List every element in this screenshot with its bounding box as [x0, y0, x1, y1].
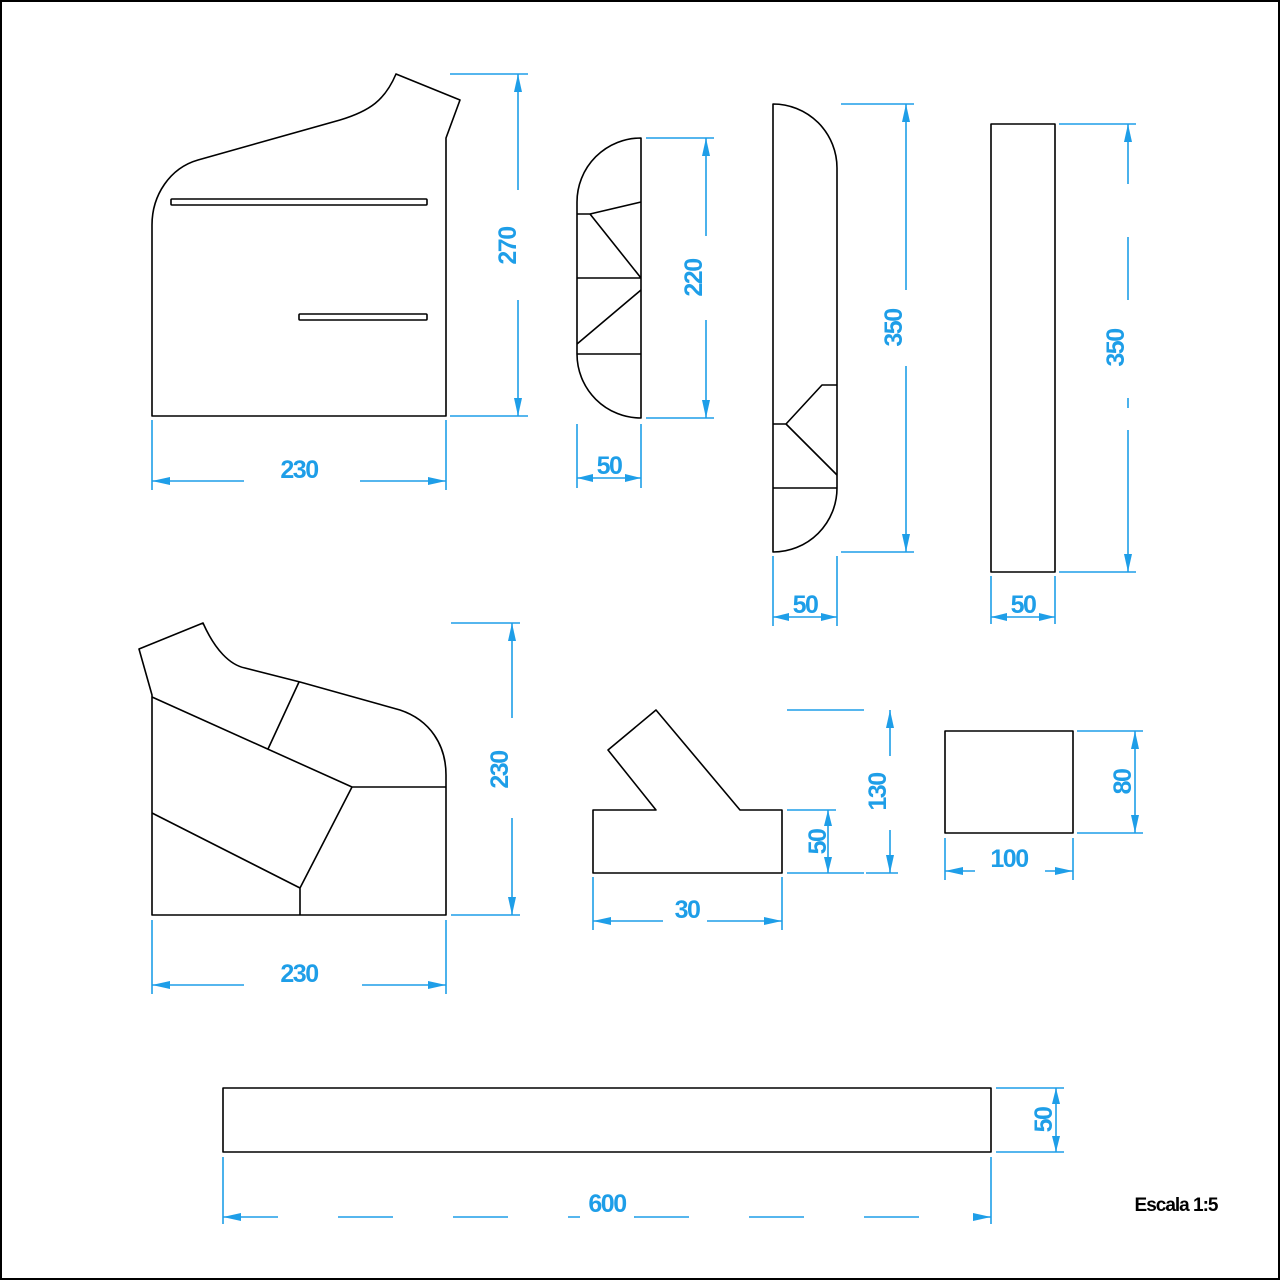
piece-5-width-dim: 230: [151, 920, 447, 994]
dim-piece8-height: 50: [1030, 1107, 1058, 1132]
piece-3-width-dim: 50: [772, 556, 838, 626]
piece-1-outline: [151, 73, 461, 417]
dim-piece2-height: 220: [680, 259, 708, 297]
piece-7: [944, 730, 1074, 834]
dim-piece2-width: 50: [597, 452, 622, 480]
piece-4-width-dim: 50: [990, 576, 1056, 624]
piece-5-inner-lines: [151, 681, 446, 915]
piece-5-height-dim: 230: [451, 622, 520, 916]
dim-piece3-width: 50: [793, 591, 818, 619]
piece-4-height-dim: 350: [1059, 123, 1136, 573]
piece-6-outline: [592, 709, 783, 874]
dim-piece4-height: 350: [1102, 329, 1130, 367]
piece-5-outline: [138, 622, 447, 916]
dim-piece8-width: 600: [588, 1190, 626, 1218]
piece-2-inner-lines: [576, 201, 642, 355]
piece-7-width-dim: 100: [944, 838, 1074, 880]
piece-6-height-total-dim: 130: [787, 709, 898, 874]
dim-piece5-width: 230: [280, 960, 318, 988]
piece-2-width-dim: 50: [576, 424, 642, 488]
dim-piece6-height-total: 130: [864, 773, 892, 811]
piece-1-slot-top: [170, 198, 428, 206]
dim-piece3-height: 350: [880, 309, 908, 347]
piece-7-height-dim: 80: [1077, 730, 1143, 834]
dim-piece7-height: 80: [1109, 769, 1137, 794]
piece-4-outline: [990, 123, 1056, 573]
piece-8-width-dim: 600: [222, 1157, 992, 1224]
piece-1: [151, 73, 461, 417]
piece-4: [990, 123, 1056, 573]
piece-6: [592, 709, 783, 874]
piece-7-outline: [944, 730, 1074, 834]
piece-3-height-dim: 350: [841, 103, 914, 553]
dim-piece6-height-small: 50: [804, 829, 832, 854]
piece-3-inner-lines: [773, 384, 838, 489]
piece-8-outline: [222, 1087, 992, 1153]
dim-piece5-height: 230: [486, 751, 514, 789]
piece-1-slot-bottom: [298, 313, 428, 321]
piece-5: [138, 622, 447, 916]
piece-2-height-dim: 220: [646, 137, 714, 419]
scale-label: Escala 1:5: [1135, 1195, 1219, 1216]
piece-1-height-dim: 270: [450, 73, 528, 417]
piece-6-height-small-dim: 50: [787, 809, 864, 874]
dim-piece6-width: 30: [675, 896, 700, 924]
dim-piece7-width: 100: [990, 845, 1028, 873]
piece-3-outline: [772, 103, 838, 553]
piece-6-width-dim: 30: [592, 877, 783, 930]
piece-8: [222, 1087, 992, 1153]
dim-piece1-height: 270: [494, 227, 522, 265]
dim-piece1-width: 230: [280, 456, 318, 484]
piece-1-width-dim: 230: [151, 420, 447, 490]
piece-8-height-dim: 50: [996, 1087, 1064, 1153]
dim-piece4-width: 50: [1011, 591, 1036, 619]
piece-3: [772, 103, 838, 553]
piece-2: [576, 137, 642, 419]
